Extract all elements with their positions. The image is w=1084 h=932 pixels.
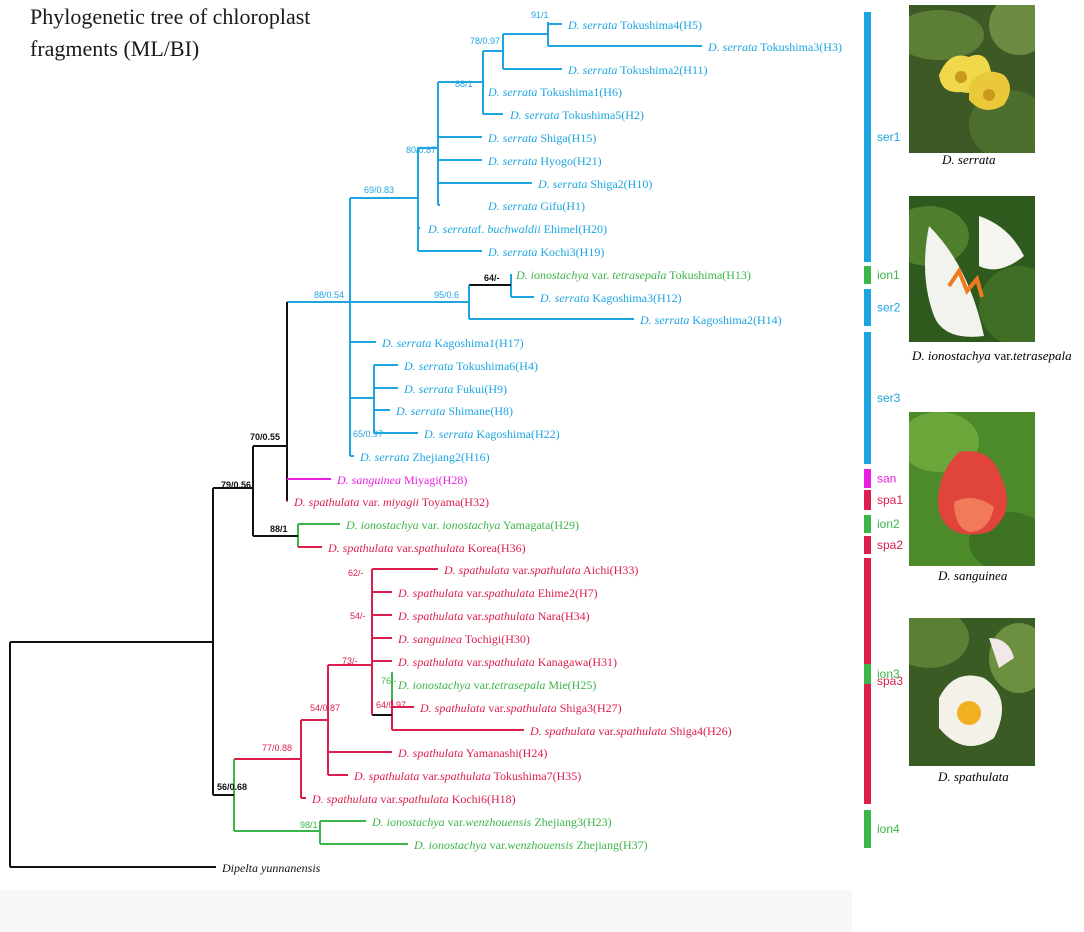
tip-label: D. serrataf. buchwaldii Ehimel(H20) [427, 222, 607, 236]
group-label: spa1 [877, 493, 903, 507]
tip-label: D. spathulata var.spathulata Korea(H36) [327, 541, 526, 555]
group-bar [864, 289, 871, 326]
group-bar [864, 12, 871, 262]
tip-label: D. spathulata var.spathulata Shiga4(H26) [529, 724, 732, 738]
support-value: 80/0.87 [406, 145, 436, 155]
support-value: 88/0.54 [314, 290, 344, 300]
tip-label: D. serrata Kochi3(H19) [487, 245, 604, 259]
support-value: 79/0.56 [221, 480, 251, 490]
tip-label: D. serrata Zhejiang2(H16) [359, 450, 490, 464]
support-value: 56/0.68 [217, 782, 247, 792]
photo-d-sanguinea [909, 412, 1035, 566]
support-value: 64/0.97 [376, 700, 406, 710]
tip-label: D. spathulata var.spathulata Tokushima7(… [353, 769, 581, 783]
tip-label: D. spathulata var.spathulata Ehime2(H7) [397, 586, 598, 600]
group-label: spa3 [877, 674, 903, 688]
group-label: ser1 [877, 130, 901, 144]
group-bar [864, 536, 871, 554]
group-label: ser3 [877, 391, 901, 405]
tip-label: D. serrata Shiga2(H10) [537, 177, 652, 191]
group-bar [864, 810, 871, 848]
tip-label: D. serrata Kagoshima2(H14) [639, 313, 782, 327]
group-label: ion2 [877, 517, 900, 531]
support-value: 69/0.83 [364, 185, 394, 195]
tip-label: D. serrata Shiga(H15) [487, 131, 596, 145]
support-value: 88/1 [270, 524, 288, 534]
support-value: 73/- [342, 656, 358, 666]
photo-d-serrata [909, 5, 1035, 153]
title-line-2: fragments (ML/BI) [30, 36, 200, 61]
caption-d-spathulata: D. spathulata [938, 769, 1009, 784]
tip-label: D. spathulata var.spathulata Nara(H34) [397, 609, 590, 623]
support-value: 88/1 [455, 79, 473, 89]
group-bar [864, 515, 871, 533]
photo-d-spathulata [909, 618, 1035, 766]
d-serrata-flower-image [909, 5, 1035, 153]
tip-label: D. ionostachya var. ionostachya Yamagata… [345, 518, 579, 532]
support-value: 62/- [348, 568, 364, 578]
tip-label: D. serrata Kagoshima1(H17) [381, 336, 524, 350]
caption-d-sanguinea: D. sanguinea [938, 568, 1008, 583]
scale-bar-area [0, 890, 852, 932]
support-value: 78/0.97 [470, 36, 500, 46]
d-ionostachya-flower-image [909, 196, 1035, 342]
tip-label: D. serrata Tokushima5(H2) [509, 108, 644, 122]
tip-label: D. sanguinea Tochigi(H30) [397, 632, 530, 646]
group-bar [864, 266, 871, 284]
tip-label: D. spathulata var.spathulata Aichi(H33) [443, 563, 638, 577]
support-value: 64/- [484, 273, 500, 283]
support-value: 76/- [381, 676, 397, 686]
caption-d-serrata: D. serrata [942, 152, 996, 167]
tip-label: D. serrata Hyogo(H21) [487, 154, 602, 168]
tip-label: D. spathulata var. miyagii Toyama(H32) [293, 495, 489, 509]
tip-label: D. sanguinea Miyagi(H28) [336, 473, 467, 487]
tip-label: D. serrata Tokushima6(H4) [403, 359, 538, 373]
group-label: ser2 [877, 301, 901, 315]
group-bar [864, 664, 871, 684]
tip-label: D. spathulata var.spathulata Shiga3(H27) [419, 701, 622, 715]
group-label: ion4 [877, 822, 900, 836]
tip-label: D. spathulata Yamanashi(H24) [397, 746, 547, 760]
group-bar [864, 469, 871, 488]
tip-label: D. serrata Kagoshima(H22) [423, 427, 560, 441]
support-value: 91/1 [531, 10, 549, 20]
tip-label: D. spathulata var.spathulata Kanagawa(H3… [397, 655, 617, 669]
d-spathulata-flower-image [909, 618, 1035, 766]
tip-label: D. serrata Tokushima3(H3) [707, 40, 842, 54]
group-label: spa2 [877, 538, 903, 552]
tip-label: D. serrata Tokushima1(H6) [487, 85, 622, 99]
group-label: ion3 [877, 667, 900, 681]
tip-label: D. serrata Fukui(H9) [403, 382, 507, 396]
title-line-1: Phylogenetic tree of chloroplast [30, 4, 311, 29]
support-value: 70/0.55 [250, 432, 280, 442]
photo-d-ionostachya [909, 196, 1035, 342]
tip-label: D. serrata Kagoshima3(H12) [539, 291, 682, 305]
d-sanguinea-flower-image [909, 412, 1035, 566]
group-bar [864, 332, 871, 464]
tip-label: D. spathulata var.spathulata Kochi6(H18) [311, 792, 516, 806]
tip-label: D. serrata Tokushima4(H5) [567, 18, 702, 32]
caption-d-ionostachya: D. ionostachya var.tetrasepala [912, 348, 1072, 363]
tip-label: D. serrata Tokushima2(H11) [567, 63, 708, 77]
tip-label: D. serrata Gifu(H1) [487, 199, 585, 213]
group-label: san [877, 472, 896, 486]
support-value: 54/- [350, 611, 366, 621]
tip-label: D. ionostachya var.wenzhouensis Zhejiang… [371, 815, 612, 829]
tip-label: D. ionostachya var.tetrasepala Mie(H25) [397, 678, 596, 692]
group-label: ion1 [877, 268, 900, 282]
support-value: 95/0.6 [434, 290, 459, 300]
tip-label: Dipelta yunnanensis [221, 861, 321, 875]
support-value: 98/1 [300, 820, 318, 830]
support-value: 54/0.87 [310, 703, 340, 713]
tip-label: D. serrata Shimane(H8) [395, 404, 513, 418]
tip-label: D. ionostachya var.wenzhouensis Zhejiang… [413, 838, 648, 852]
tip-label: D. ionostachya var. tetrasepala Tokushim… [515, 268, 751, 282]
support-value: 65/0.97 [353, 429, 383, 439]
group-bar [864, 490, 871, 510]
support-value: 77/0.88 [262, 743, 292, 753]
